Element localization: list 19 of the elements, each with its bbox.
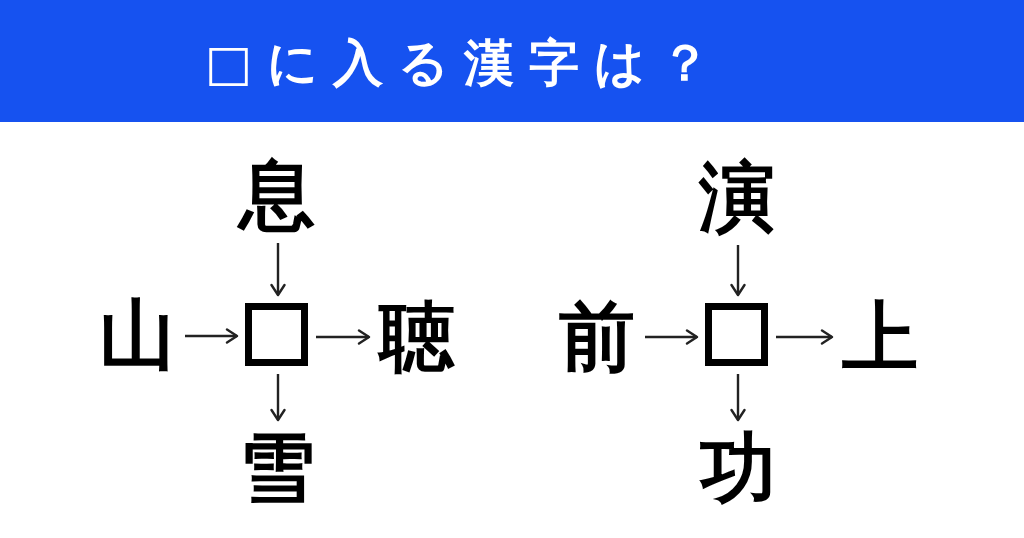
arrow (316, 329, 371, 345)
kanji-character: 前 (557, 297, 637, 377)
kanji-character: 功 (698, 428, 778, 508)
arrow (776, 329, 834, 345)
kanji-character: 息 (237, 155, 317, 235)
kanji-character: 山 (97, 295, 177, 375)
arrow (185, 328, 239, 344)
arrow (270, 374, 286, 422)
arrow (730, 245, 746, 297)
answer-box (245, 303, 308, 366)
arrow (645, 329, 699, 345)
kanji-character: 聴 (377, 297, 457, 377)
answer-box (705, 303, 768, 366)
kanji-character: 演 (697, 157, 777, 237)
arrow (270, 243, 286, 297)
arrow (730, 374, 746, 422)
kanji-character: 上 (840, 297, 920, 377)
title-text: □に入る漢字は？ (205, 33, 726, 94)
kanji-character: 雪 (237, 428, 317, 508)
